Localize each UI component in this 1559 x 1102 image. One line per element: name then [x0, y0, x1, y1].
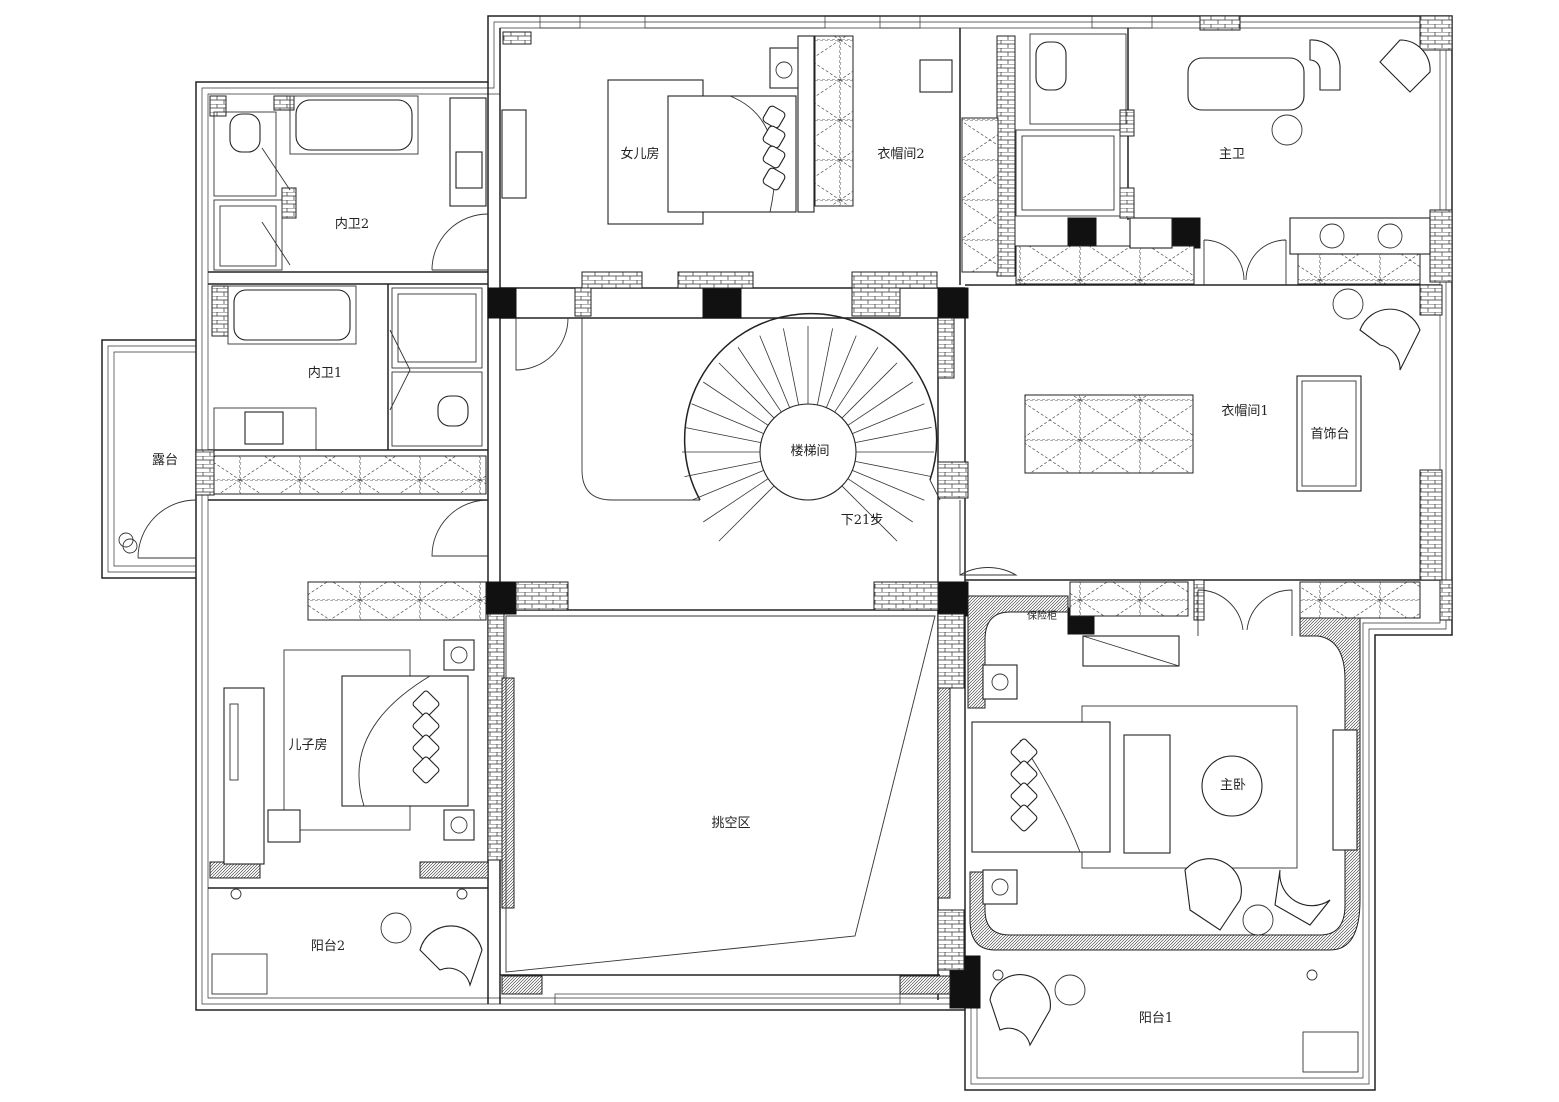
- label-inner-bath-2: 内卫2: [335, 216, 369, 232]
- stair-tread: [847, 381, 913, 426]
- inner-bath-1-fixtures: [213, 285, 483, 451]
- stair-tread: [691, 469, 764, 501]
- label-cloakroom-2: 衣帽间2: [877, 146, 924, 162]
- stair-tread: [718, 362, 775, 419]
- stair-tread: [783, 328, 800, 406]
- label-balcony-2: 阳台2: [311, 939, 345, 954]
- label-son-room: 儿子房: [288, 737, 327, 753]
- label-down-steps: 下21步: [841, 513, 884, 528]
- label-jewelry-table: 首饰台: [1310, 427, 1349, 442]
- terrace-area: [101, 339, 197, 579]
- son-room-pillows: [412, 690, 440, 784]
- master-pillows: [1010, 738, 1038, 832]
- label-stair-hall: 楼梯间: [790, 444, 829, 459]
- master-bedroom-furniture: [971, 589, 1358, 936]
- label-terrace: 露台: [152, 453, 178, 468]
- stair-tread: [852, 403, 925, 435]
- hatched-walls: [209, 595, 1361, 995]
- stair-tread: [703, 478, 769, 523]
- label-safe-cabinet: 保险柜: [1027, 609, 1057, 622]
- label-master-bedroom: 主卧: [1220, 778, 1246, 793]
- room-labels: 女儿房 衣帽间2 主卫 内卫2 内卫1 露台 楼梯间 衣帽间1 首饰台 下21步…: [152, 146, 1350, 1026]
- stair-tread: [841, 485, 898, 542]
- spiral-staircase: [431, 312, 1018, 576]
- stair-tread: [834, 347, 879, 413]
- stair-tread: [852, 469, 925, 501]
- son-room-furniture: [223, 639, 475, 865]
- stair-tread: [691, 403, 764, 435]
- stair-tread: [718, 485, 775, 542]
- stair-tread: [759, 335, 791, 408]
- pillows: [762, 105, 786, 191]
- label-master-bath: 主卫: [1219, 147, 1245, 162]
- stair-tread: [847, 478, 913, 523]
- balcony-2-furniture: [211, 888, 483, 995]
- daughter-room-furniture: [607, 35, 953, 225]
- stair-tread: [854, 427, 932, 444]
- cloakroom-1-furniture: [1296, 288, 1421, 492]
- stair-tread: [684, 460, 762, 477]
- structural-columns: [485, 217, 1201, 1009]
- void-area-lines: [505, 615, 936, 973]
- stair-tread: [825, 335, 857, 408]
- inner-bath-2-fixtures: [213, 95, 527, 271]
- balcony-1-furniture: [989, 969, 1359, 1073]
- brick-walls: [195, 15, 1453, 971]
- master-bath-fixtures: [1015, 33, 1431, 285]
- stair-tread: [703, 381, 769, 426]
- label-inner-bath-1: 内卫1: [308, 365, 342, 381]
- windows: [539, 15, 1153, 1005]
- outer-walls: [195, 15, 1453, 1091]
- wardrobe-cabinets: [213, 35, 1421, 621]
- stair-treads: [682, 326, 934, 542]
- label-cloakroom-1: 衣帽间1: [1221, 403, 1268, 419]
- label-balcony-1: 阳台1: [1139, 1011, 1173, 1026]
- stair-tread: [684, 427, 762, 444]
- stair-tread: [854, 460, 932, 477]
- stair-tread: [841, 362, 898, 419]
- label-daughter-room: 女儿房: [620, 146, 659, 162]
- stair-tread: [737, 347, 782, 413]
- label-void-area: 挑空区: [711, 816, 750, 831]
- stair-tread: [816, 328, 833, 406]
